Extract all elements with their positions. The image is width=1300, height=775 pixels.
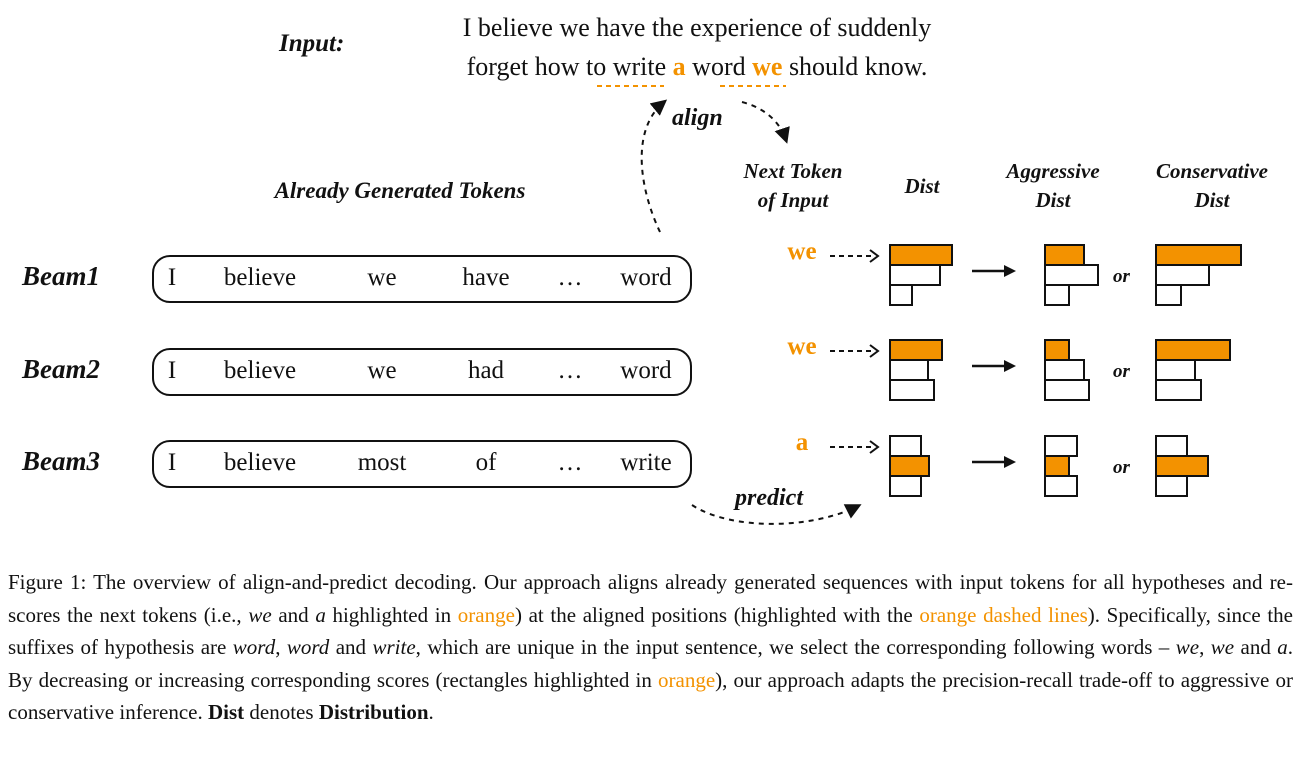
- conservative-bar: [1155, 284, 1182, 306]
- beam-label: Beam3: [22, 446, 100, 476]
- predict-label: predict: [735, 485, 803, 511]
- conservative-bar-highlighted: [1155, 244, 1242, 266]
- next-token: a: [795, 429, 809, 456]
- arrows-layer: [597, 85, 862, 525]
- dist-header: Dist: [904, 174, 940, 198]
- or-label: or: [1113, 266, 1130, 287]
- aggressive-bar: [1044, 264, 1099, 286]
- input-line-2: forget how to write a word we should kno…: [467, 47, 928, 87]
- conservative-bar: [1155, 475, 1188, 497]
- next-token-a: a: [672, 52, 686, 81]
- beam-label: Beam2: [22, 354, 100, 384]
- aligned-word-write: write: [612, 52, 667, 81]
- beam-label: Beam1: [22, 261, 100, 291]
- conservative-bar: [1155, 264, 1210, 286]
- token: write: [620, 449, 672, 476]
- next-token: we: [787, 238, 817, 265]
- conservative-bar: [1155, 359, 1196, 381]
- conservative-bar-highlighted: [1155, 455, 1209, 477]
- or-label: or: [1113, 457, 1130, 478]
- token: word: [620, 357, 672, 384]
- token: believe: [223, 264, 297, 291]
- input-text: forget how to: [466, 52, 613, 81]
- dist-bar-highlighted: [889, 244, 953, 266]
- token: had: [467, 357, 505, 384]
- dashed-arrow-icon: [830, 344, 880, 358]
- dist-bar-highlighted: [889, 455, 930, 477]
- next-token: we: [787, 333, 817, 360]
- conservative-bar: [1155, 379, 1202, 401]
- next-token-we: we: [752, 52, 783, 81]
- conservative-bar: [1155, 435, 1188, 457]
- token: I: [167, 449, 177, 476]
- token: …: [557, 264, 583, 291]
- aggressive-bar: [1044, 475, 1078, 497]
- dist-bar: [889, 379, 935, 401]
- align-arrow-down: [741, 101, 790, 144]
- token: believe: [223, 357, 297, 384]
- aggressive-bar-highlighted: [1044, 244, 1085, 266]
- token: we: [367, 264, 397, 291]
- token: believe: [223, 449, 297, 476]
- figure-caption: Figure 1: The overview of align-and-pred…: [8, 570, 1294, 724]
- conservative-bar-highlighted: [1155, 339, 1231, 361]
- input-label: Input:: [279, 30, 345, 57]
- token: of: [475, 449, 497, 476]
- input-line-1: I believe we have the experience of sudd…: [462, 13, 932, 42]
- dist-bar: [889, 264, 941, 286]
- arrow-right-icon: [972, 456, 1016, 468]
- input-text: should know.: [782, 52, 928, 81]
- token: we: [367, 357, 397, 384]
- dashed-arrow-icon: [830, 249, 880, 263]
- token: most: [357, 449, 407, 476]
- token: I: [167, 357, 177, 384]
- align-arrow-up: [640, 99, 668, 233]
- dist-bar-highlighted: [889, 339, 943, 361]
- aggressive-bar: [1044, 359, 1085, 381]
- token: …: [557, 449, 583, 476]
- or-label: or: [1113, 361, 1130, 382]
- dist-bar: [889, 435, 922, 457]
- aggressive-bar: [1044, 435, 1078, 457]
- arrow-right-icon: [972, 265, 1016, 277]
- arrow-right-icon: [972, 360, 1016, 372]
- dist-bar: [889, 284, 913, 306]
- token: …: [557, 357, 583, 384]
- token: word: [620, 264, 672, 291]
- aggressive-bar: [1044, 379, 1090, 401]
- token: I: [167, 264, 177, 291]
- aligned-word-word: word: [692, 52, 746, 81]
- align-label: align: [672, 105, 723, 131]
- dist-bar: [889, 475, 922, 497]
- dashed-arrow-icon: [830, 440, 880, 454]
- aggressive-bar-highlighted: [1044, 455, 1070, 477]
- dist-bar: [889, 359, 929, 381]
- aggressive-bar-highlighted: [1044, 339, 1070, 361]
- predict-arrow: [691, 504, 862, 525]
- aggressive-bar: [1044, 284, 1070, 306]
- token: have: [462, 264, 510, 291]
- generated-tokens-header: Already Generated Tokens: [274, 178, 526, 203]
